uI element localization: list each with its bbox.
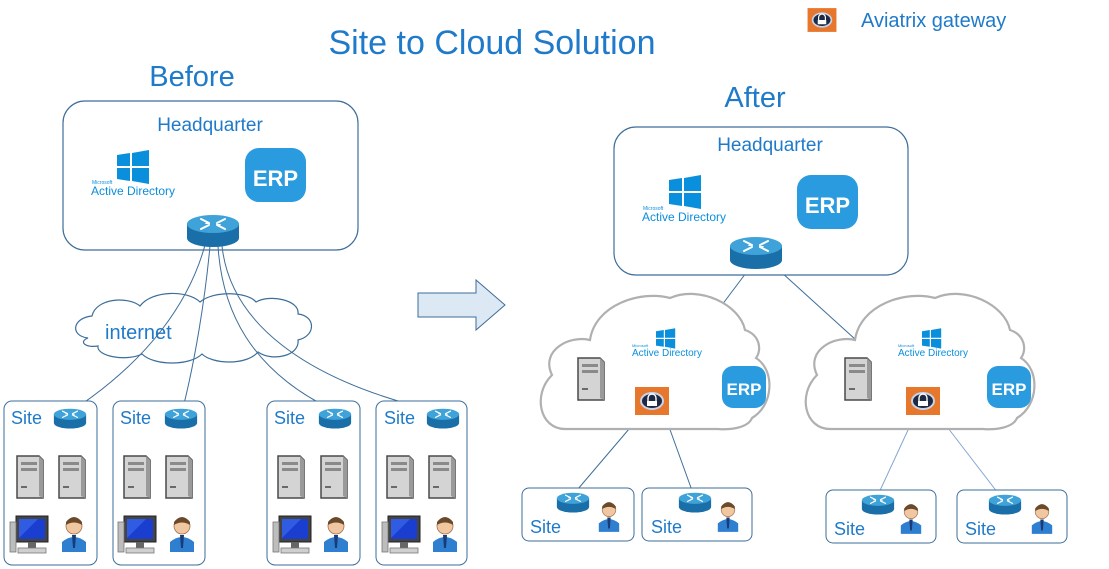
server-icon bbox=[123, 455, 151, 499]
after-hq-label: Headquarter bbox=[717, 135, 823, 156]
server-icon bbox=[844, 357, 872, 401]
before-hq-label: Headquarter bbox=[157, 115, 263, 136]
site-label: Site bbox=[384, 408, 415, 428]
arrow-right-icon bbox=[417, 278, 506, 332]
gateway-icon bbox=[806, 7, 838, 33]
diagram-title: Site to Cloud Solution bbox=[329, 24, 656, 62]
after-ad-microsoft: Microsoft bbox=[643, 206, 664, 212]
erp-icon bbox=[722, 366, 766, 408]
router-icon bbox=[318, 408, 352, 430]
legend: Aviatrix gateway bbox=[806, 7, 1006, 33]
after-ad-label: Active Directory bbox=[642, 210, 726, 224]
cloud-ad-label: Active Directory bbox=[632, 348, 702, 359]
erp-icon bbox=[987, 366, 1031, 408]
after-cloud-2: Microsoft Active Directory ERP bbox=[804, 292, 1036, 431]
server-icon bbox=[58, 455, 86, 499]
router-icon bbox=[164, 408, 198, 430]
after-site-2: Site bbox=[641, 487, 753, 542]
router-icon bbox=[53, 408, 87, 430]
erp-icon bbox=[245, 148, 306, 202]
router-icon bbox=[556, 492, 590, 514]
before-site-1: Site bbox=[3, 400, 98, 566]
router-icon bbox=[426, 408, 460, 430]
after-cloud-1: Microsoft Active Directory ERP bbox=[539, 292, 771, 431]
internet-label: internet bbox=[105, 322, 172, 344]
site-label: Site bbox=[965, 519, 996, 539]
router-icon bbox=[861, 494, 895, 516]
router-icon bbox=[186, 214, 240, 248]
after-site-1: Site bbox=[521, 487, 635, 542]
gateway-icon bbox=[905, 386, 941, 416]
site-label: Site bbox=[530, 517, 561, 537]
site-label: Site bbox=[11, 408, 42, 428]
after-erp-label: ERP bbox=[805, 193, 850, 218]
before-erp-label: ERP bbox=[253, 166, 298, 191]
server-icon bbox=[428, 455, 456, 499]
cloud-erp-label: ERP bbox=[992, 380, 1027, 399]
site-label: Site bbox=[651, 517, 682, 537]
site-label: Site bbox=[274, 408, 305, 428]
legend-label: Aviatrix gateway bbox=[861, 10, 1006, 32]
after-headquarter: Headquarter Microsoft Active Directory E… bbox=[613, 126, 909, 276]
after-site-4: Site bbox=[956, 489, 1068, 544]
internet-cloud-icon bbox=[75, 292, 313, 364]
before-heading: Before bbox=[149, 61, 234, 93]
router-icon bbox=[988, 494, 1022, 516]
before-connections bbox=[69, 244, 441, 413]
after-heading: After bbox=[724, 82, 786, 114]
server-icon bbox=[277, 455, 305, 499]
after-site-3: Site bbox=[825, 489, 937, 544]
cloud-ad-label: Active Directory bbox=[898, 348, 968, 359]
server-icon bbox=[320, 455, 348, 499]
server-icon bbox=[386, 455, 414, 499]
before-ad-label: Active Directory bbox=[91, 184, 175, 198]
before-headquarter: Headquarter Microsoft Active Directory E… bbox=[62, 100, 359, 251]
cloud-erp-label: ERP bbox=[727, 380, 762, 399]
router-icon bbox=[678, 492, 712, 514]
before-site-2: Site bbox=[112, 400, 206, 566]
server-icon bbox=[577, 357, 605, 401]
server-icon bbox=[165, 455, 193, 499]
before-site-3: Site bbox=[266, 400, 361, 566]
cloud-ad-microsoft: Microsoft bbox=[898, 343, 915, 348]
before-ad-microsoft: Microsoft bbox=[92, 180, 113, 186]
erp-icon bbox=[797, 175, 858, 229]
site-label: Site bbox=[120, 408, 151, 428]
gateway-icon bbox=[634, 386, 670, 416]
cloud-ad-microsoft: Microsoft bbox=[632, 343, 649, 348]
router-icon bbox=[729, 236, 783, 270]
server-icon bbox=[16, 455, 44, 499]
before-site-4: Site bbox=[375, 400, 468, 566]
site-label: Site bbox=[834, 519, 865, 539]
